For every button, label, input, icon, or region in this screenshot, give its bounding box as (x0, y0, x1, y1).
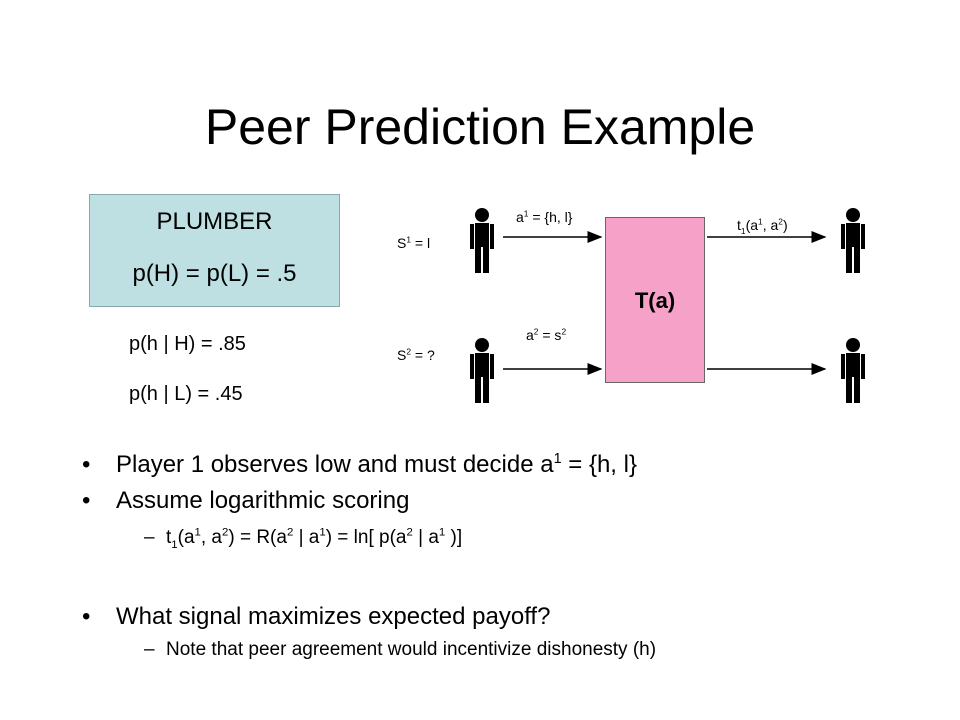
person-icon (470, 338, 494, 403)
person-icon (841, 338, 865, 403)
cond-prob-high: p(h | H) = .85 (129, 333, 246, 355)
person-icon (470, 208, 494, 273)
cond-prob-low: p(h | L) = .45 (129, 383, 243, 405)
payment-t1: t1(a1, a2) (737, 216, 788, 236)
plumber-prior: p(H) = p(L) = .5 (132, 260, 297, 287)
action-a1: a1 = {h, l} (516, 208, 573, 225)
plumber-box: PLUMBER p(H) = p(L) = .5 (89, 194, 340, 307)
signal-s1: S1 = l (397, 234, 431, 251)
signal-s2: S2 = ? (397, 346, 435, 363)
person-icon (841, 208, 865, 273)
bullet-item: •Player 1 observes low and must decide a… (82, 451, 637, 478)
scoring-function-label: T(a) (634, 288, 676, 313)
slide-title: Peer Prediction Example (204, 99, 756, 155)
plumber-name: PLUMBER (156, 208, 273, 235)
bullet-item: •What signal maximizes expected payoff? (82, 603, 551, 630)
scoring-function-box: T(a) (605, 217, 705, 383)
sub-bullet-item: –Note that peer agreement would incentiv… (144, 639, 657, 660)
sub-bullet-item: –t1(a1, a2) = R(a2 | a1) = ln[ p(a2 | a1… (144, 526, 463, 551)
bullet-item: •Assume logarithmic scoring (82, 487, 410, 514)
action-a2: a2 = s2 (526, 326, 567, 343)
